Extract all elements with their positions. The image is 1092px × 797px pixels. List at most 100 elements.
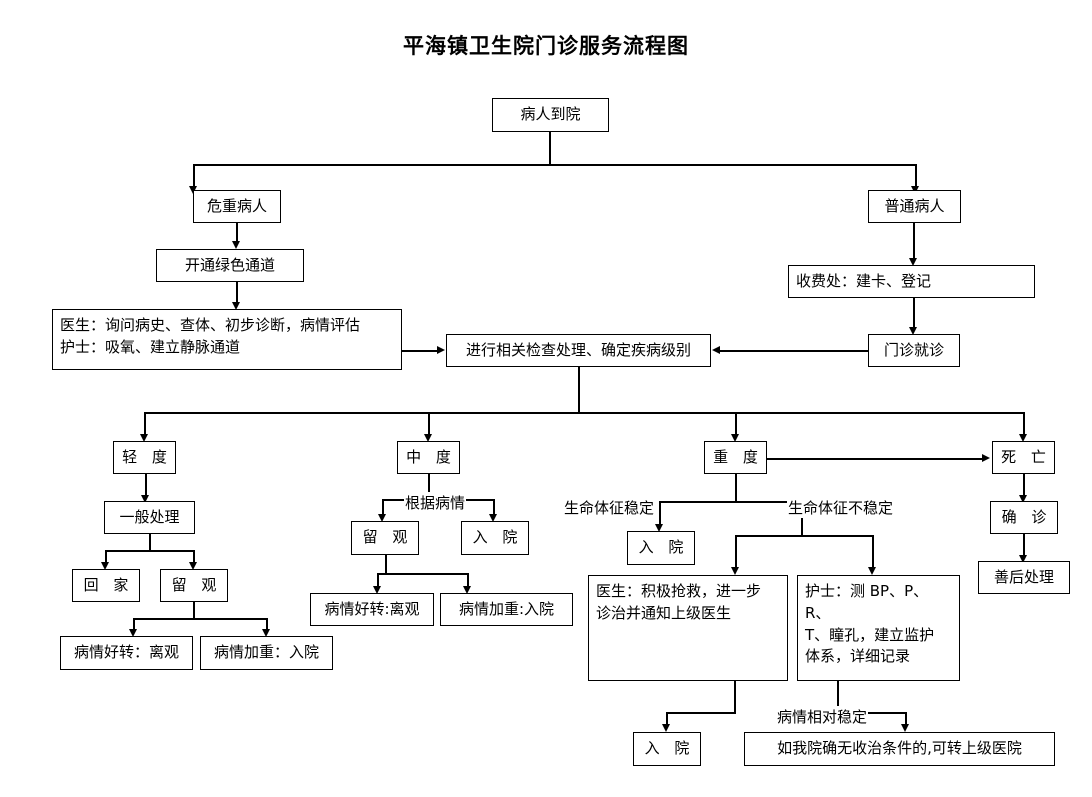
connector-outpatient-to-exam	[719, 350, 868, 352]
connector-doctor-rescue-out	[734, 681, 736, 713]
connector-obs-moderate-bus	[377, 573, 468, 575]
node-admit-moderate: 入 院	[461, 521, 529, 555]
connector-drop-transfer	[905, 712, 907, 726]
node-admit-final: 入 院	[633, 732, 701, 766]
arrow-to-aftercare	[1019, 555, 1027, 563]
edge-label-vitals-unstable: 生命体征不稳定	[787, 497, 895, 518]
connector-drop-obs-moderate	[382, 499, 384, 516]
connector-green-to-doctor	[236, 282, 238, 305]
connector-drop-nurse-monitor	[872, 535, 874, 569]
node-exam-and-grade: 进行相关检查处理、确定疾病级别	[446, 334, 711, 367]
arrow-outpatient-to-exam	[712, 346, 720, 354]
arrow-mild-to-general	[141, 495, 149, 503]
node-mild: 轻 度	[113, 441, 176, 474]
node-death: 死 亡	[992, 441, 1055, 474]
arrow-to-improved-mild	[129, 629, 137, 637]
connector-normal-to-billing	[913, 223, 915, 261]
connector-mild-stem	[145, 474, 147, 498]
edge-label-vitals-stable: 生命体征稳定	[563, 497, 656, 518]
node-worsened-mild: 病情加重：入院	[200, 636, 333, 670]
connector-arrival-bus	[193, 164, 916, 166]
connector-drop-worsened-mild	[266, 618, 268, 631]
arrow-to-confirm-death	[1019, 495, 1027, 503]
arrow-to-admit-final	[662, 724, 670, 732]
arrow-doctor-to-exam	[437, 346, 445, 354]
arrow-to-observation-mild	[189, 562, 197, 570]
arrow-severe-to-death	[982, 454, 990, 462]
connector-drop-death	[1023, 412, 1025, 438]
arrow-to-worsened-mild	[262, 629, 270, 637]
connector-general-bus	[105, 550, 194, 552]
connector-drop-admit-final	[666, 712, 668, 726]
node-confirm-death: 确 诊	[990, 501, 1058, 534]
node-patient-arrival: 病人到院	[492, 98, 609, 132]
arrow-to-doctor-nurse	[232, 302, 240, 310]
arrow-to-green-channel	[232, 241, 240, 249]
connector-arrival-left-drop	[193, 164, 195, 189]
connector-arrival-right-drop	[915, 164, 917, 189]
connector-death-stem	[1023, 474, 1025, 498]
connector-obs-moderate-stem	[385, 555, 387, 574]
arrow-to-go-home	[101, 562, 109, 570]
node-observation-moderate: 留 观	[351, 521, 419, 555]
connector-obs-mild-bus	[133, 618, 267, 620]
connector-severe-bus	[659, 501, 802, 503]
connector-drop-obs-mild	[193, 550, 195, 564]
node-general-treatment: 一般处理	[104, 501, 195, 534]
connector-drop-admit-moderate	[493, 499, 495, 516]
node-critical-patient: 危重病人	[193, 190, 281, 223]
connector-obs-mild-stem	[193, 602, 195, 619]
node-doctor-rescue: 医生：积极抢救，进一步 诊治并通知上级医生	[588, 575, 788, 681]
arrow-to-moderate	[424, 434, 432, 442]
connector-bottom-right-bus	[837, 712, 907, 714]
node-improved-moderate: 病情好转:离观	[310, 593, 434, 626]
arrow-to-admit-stable	[655, 524, 663, 532]
connector-drop-mild	[144, 412, 146, 438]
connector-unstable-bus	[735, 535, 873, 537]
connector-drop-severe	[735, 412, 737, 438]
connector-unstable-stem	[801, 501, 803, 536]
arrow-to-outpatient	[909, 327, 917, 335]
connector-bottom-left-bus	[666, 712, 736, 714]
connector-drop-improved-mild	[133, 618, 135, 631]
arrow-to-admit-moderate	[489, 514, 497, 522]
connector-general-stem	[149, 534, 151, 551]
edge-label-by-condition: 根据病情	[404, 492, 467, 513]
node-aftercare: 善后处理	[978, 561, 1070, 594]
arrow-to-death	[1019, 434, 1027, 442]
node-normal-patient: 普通病人	[868, 190, 961, 223]
arrow-to-observation-moderate	[378, 514, 386, 522]
connector-drop-home	[105, 550, 107, 564]
connector-billing-to-outpatient	[913, 298, 915, 330]
node-green-channel: 开通绿色通道	[156, 249, 304, 282]
connector-doctor-to-exam	[402, 350, 438, 352]
arrow-to-improved-moderate	[373, 586, 381, 594]
node-billing-register: 收费处：建卡、登记	[788, 265, 1035, 298]
arrow-to-nurse-monitor	[868, 567, 876, 575]
connector-drop-improved-moderate	[377, 573, 379, 588]
arrow-to-transfer-hospital	[901, 724, 909, 732]
arrow-to-severe	[731, 434, 739, 442]
connector-severe-stem	[735, 474, 737, 502]
node-admit-severe-stable: 入 院	[627, 531, 695, 565]
connector-drop-doctor-rescue	[735, 535, 737, 569]
node-moderate: 中 度	[397, 441, 460, 474]
arrow-to-mild	[140, 434, 148, 442]
arrow-to-billing	[909, 258, 917, 266]
page-title: 平海镇卫生院门诊服务流程图	[403, 33, 689, 58]
node-severe: 重 度	[704, 441, 767, 474]
node-improved-mild: 病情好转：离观	[60, 636, 193, 670]
node-doctor-nurse-initial: 医生：询问病史、查体、初步诊断，病情评估 护士：吸氧、建立静脉通道	[52, 309, 402, 370]
node-transfer-hospital: 如我院确无收治条件的,可转上级医院	[744, 732, 1055, 766]
edge-label-condition-relatively-stable: 病情相对稳定	[776, 706, 869, 727]
connector-drop-admit-stable	[659, 501, 661, 526]
connector-drop-moderate	[428, 412, 430, 438]
node-observation-mild: 留 观	[160, 569, 228, 602]
node-worsened-moderate: 病情加重:入院	[440, 593, 573, 626]
arrow-to-doctor-rescue	[731, 567, 739, 575]
node-go-home: 回 家	[72, 569, 140, 602]
node-nurse-monitor: 护士：测 BP、P、R、 T、瞳孔，建立监护 体系，详细记录	[797, 575, 960, 681]
connector-drop-worsened-moderate	[467, 573, 469, 588]
connector-critical-to-green	[236, 223, 238, 244]
